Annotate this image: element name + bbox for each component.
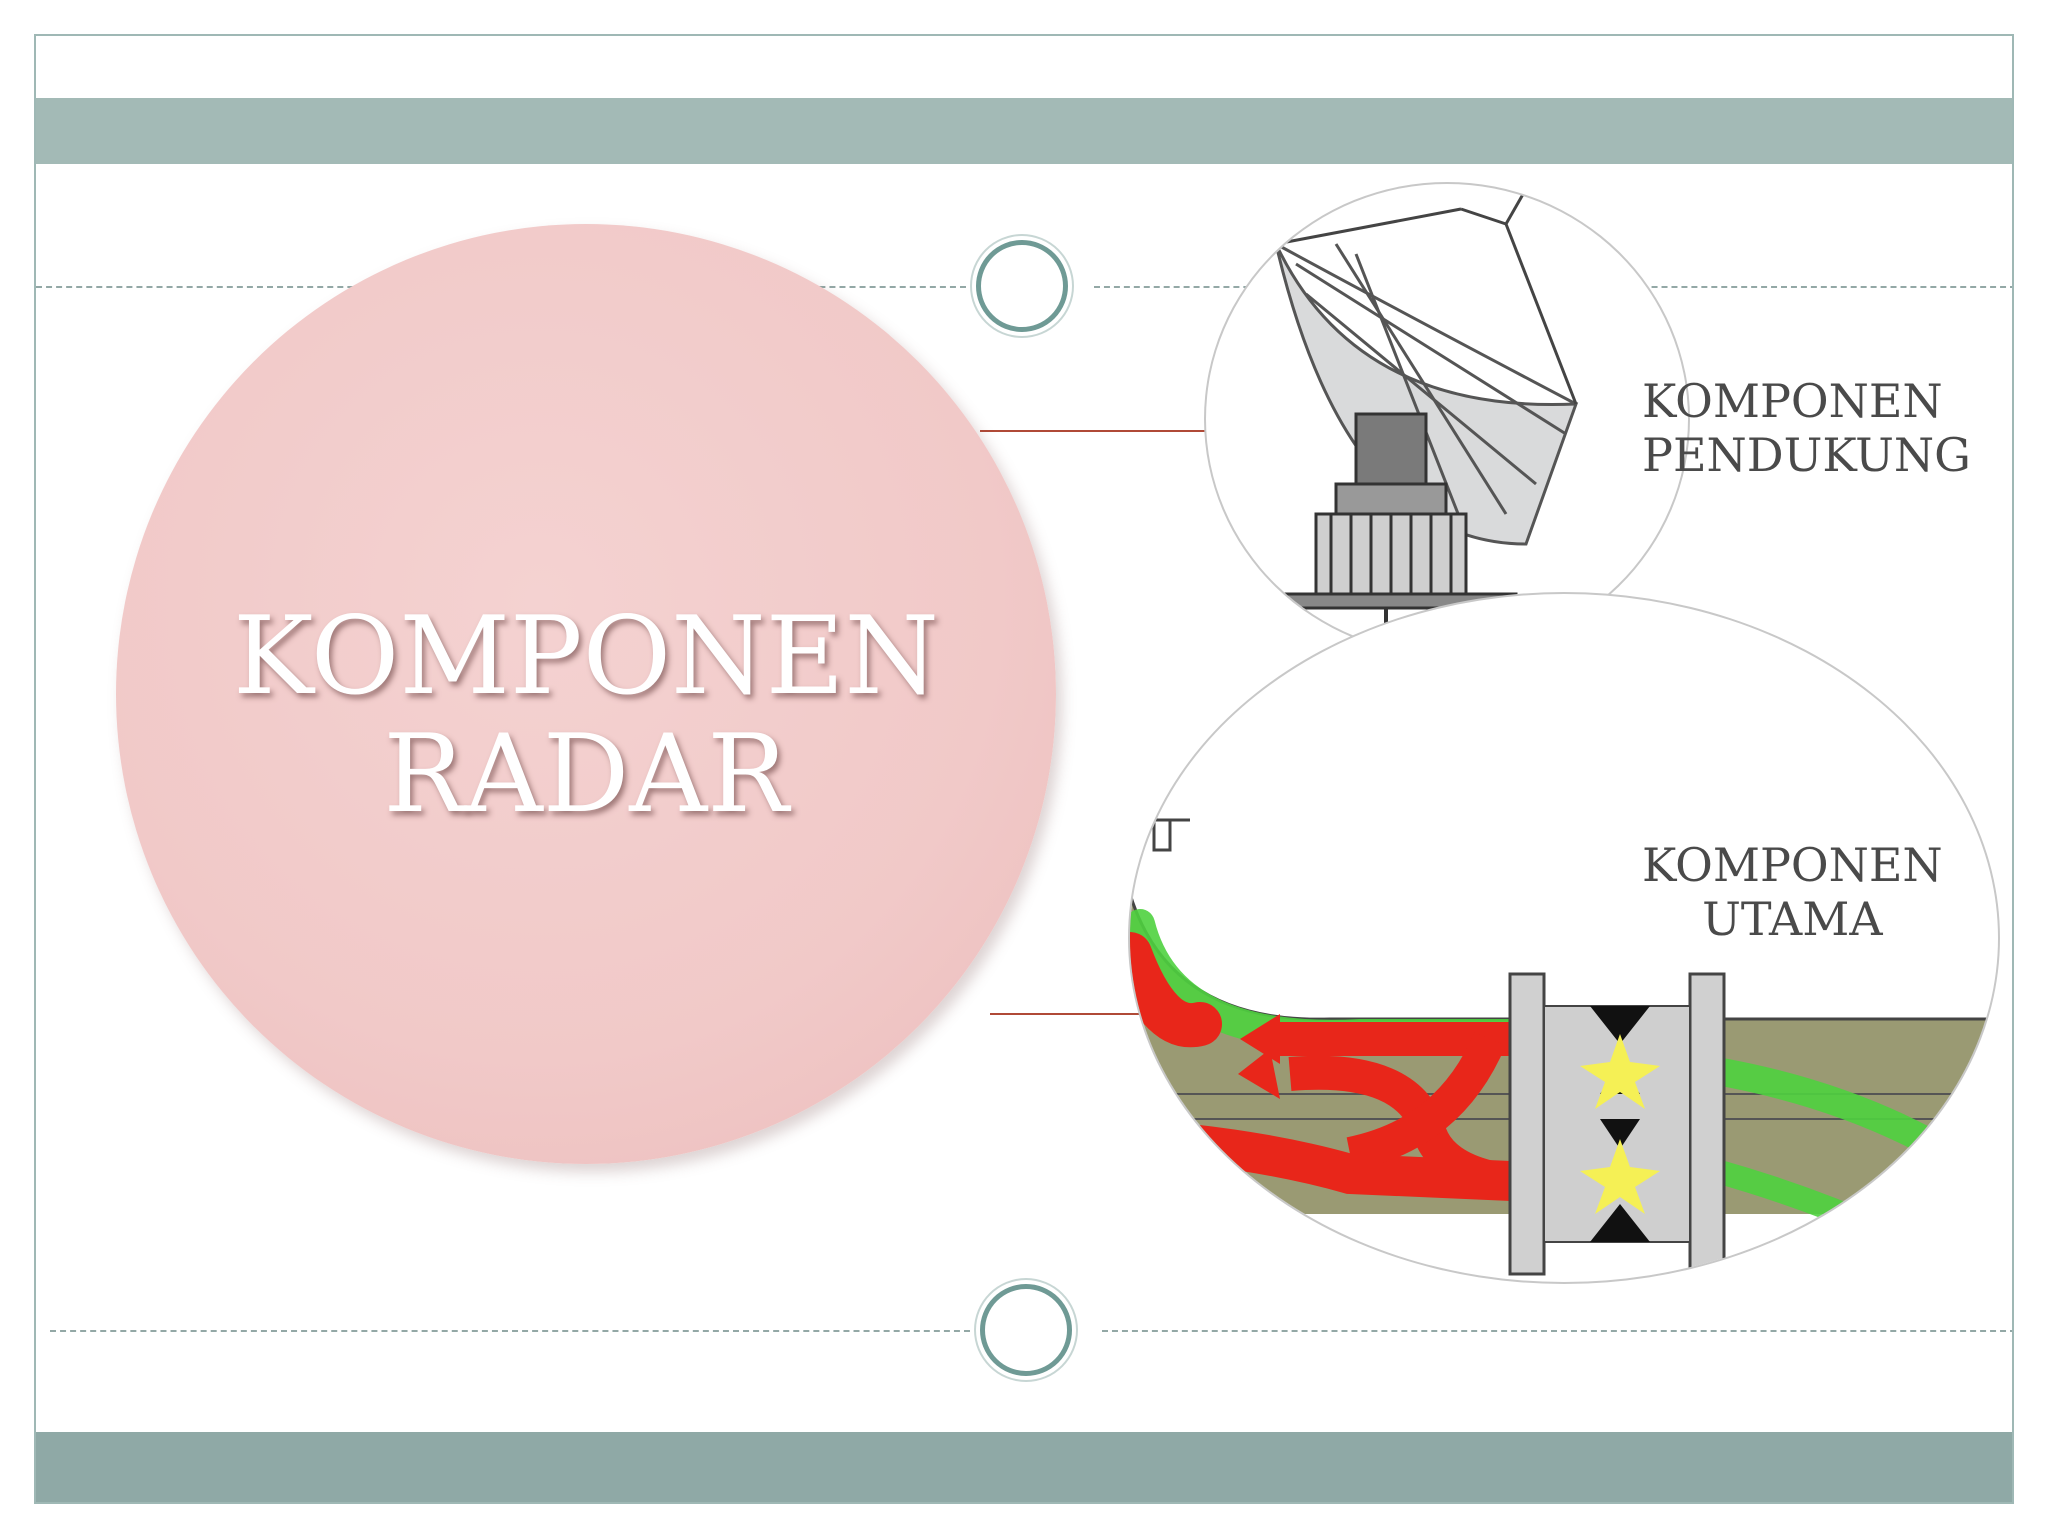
upper-ring-ornament (976, 240, 1068, 332)
label-komponen-pendukung: KOMPONEN PENDUKUNG (1642, 374, 1971, 482)
connector-utama (990, 1013, 1140, 1015)
main-title-line1: KOMPONEN (233, 594, 939, 719)
label-utama-line1: KOMPONEN (1642, 838, 1943, 892)
label-pendukung-line2: PENDUKUNG (1642, 428, 1971, 482)
main-title-line2: RADAR (383, 712, 789, 837)
label-komponen-utama: KOMPONEN UTAMA (1642, 838, 1943, 946)
label-utama-line2: UTAMA (1702, 892, 1883, 946)
label-pendukung-line1: KOMPONEN (1642, 374, 1943, 428)
radar-dish-picture (1204, 182, 1690, 656)
connector-pendukung (980, 430, 1208, 432)
lower-dashed-line-left (50, 1330, 970, 1332)
top-band (36, 98, 2012, 164)
lower-ring-ornament (980, 1284, 1072, 1376)
waveguide-picture (1128, 592, 2000, 1284)
bottom-band (36, 1432, 2012, 1502)
main-circle (116, 224, 1056, 1164)
lower-dashed-line-right (1102, 1330, 2012, 1332)
radar-dish-icon (1264, 188, 1579, 654)
